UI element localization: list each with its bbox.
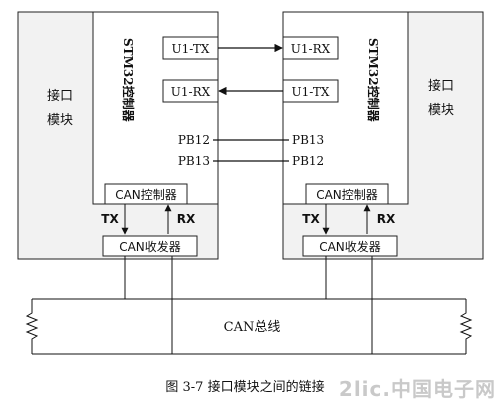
right-module-label-line1: 接口	[428, 78, 454, 94]
right-mcu-label: STM32控制器	[366, 38, 381, 123]
right-gpio-label-2: PB12	[292, 154, 324, 168]
left-uart-label-1: U1-TX	[172, 42, 210, 56]
right-rx-label: RX	[377, 212, 396, 226]
right-can-controller-box	[305, 183, 389, 205]
can-bus: CAN总线	[25, 256, 473, 355]
left-rx-label: RX	[177, 212, 196, 226]
left-module-label-line1: 接口	[47, 88, 73, 104]
right-gpio-label-1: PB13	[292, 133, 324, 147]
watermark-logo: 2lic.中国电子网	[338, 377, 496, 401]
left-gpio-label-1: PB12	[178, 133, 210, 147]
can-bus-label: CAN总线	[224, 320, 281, 335]
right-tx-label: TX	[302, 212, 320, 226]
left-can-transceiver-label: CAN收发器	[119, 239, 181, 254]
left-can-controller-box	[104, 183, 188, 205]
right-module-label-line2: 模块	[428, 103, 454, 118]
left-tx-label: TX	[101, 212, 119, 226]
right-uart-label-2: U1-TX	[292, 85, 330, 99]
left-can-transceiver-box	[102, 235, 198, 257]
right-termination-resistor	[459, 299, 473, 354]
right-can-transceiver-label: CAN收发器	[319, 239, 381, 254]
right-uart-box-1	[282, 36, 339, 60]
right-interface-module: 接口 模块 STM32控制器 U1-RX U1-TX PB13 PB12 CAN…	[282, 11, 484, 260]
left-interface-module: 接口 模块 STM32控制器 U1-TX U1-RX PB12 PB13 CAN…	[17, 11, 219, 260]
left-mcu-label: STM32控制器	[121, 38, 136, 123]
left-module-label-line2: 模块	[47, 113, 73, 128]
left-termination-resistor	[25, 299, 39, 354]
left-uart-label-2: U1-RX	[171, 85, 211, 99]
left-can-controller-label: CAN控制器	[115, 188, 177, 202]
right-uart-label-1: U1-RX	[291, 42, 331, 56]
left-gpio-label-2: PB13	[178, 154, 210, 168]
right-can-transceiver-box	[302, 235, 398, 257]
right-can-controller-label: CAN控制器	[316, 188, 378, 202]
figure-caption: 图 3-7 接口模块之间的链接	[165, 379, 324, 395]
left-uart-box-2	[162, 79, 219, 103]
